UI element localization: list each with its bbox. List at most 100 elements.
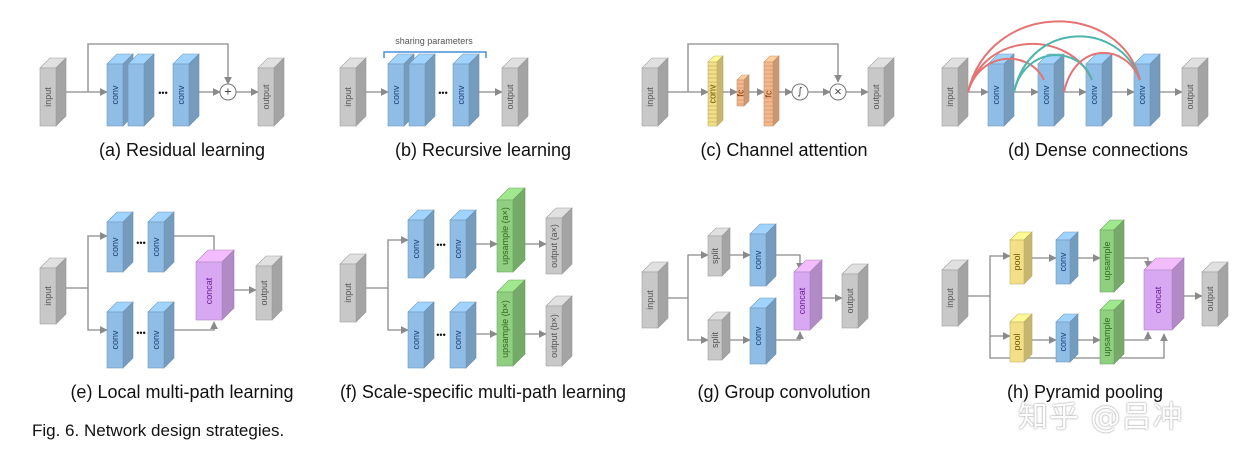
svg-text:×: × [834, 87, 842, 98]
d-dense-arc-3 [967, 57, 1045, 93]
c-input-block-label: input [645, 87, 655, 107]
c-output-block-label: output [871, 84, 881, 110]
f-split-b [387, 288, 409, 334]
a-conv-1-label: conv [110, 85, 120, 105]
h-upsample-top: upsample [1099, 219, 1125, 293]
e-input-block-label: input [43, 286, 53, 306]
g-output-block: output [841, 263, 869, 329]
f-split [366, 236, 409, 289]
e-split-b [87, 288, 108, 334]
b-conv-1-label: conv [391, 85, 401, 105]
d-dense-arc-5 [1013, 54, 1093, 93]
a-output-block: output [257, 57, 285, 127]
b-bracket-label: sharing parameters [395, 36, 473, 46]
f-output-bot: output (b×) [545, 295, 573, 367]
c-fc-2: fc [763, 55, 780, 127]
f-upsample-top: upsample (a×) [496, 187, 526, 273]
a-conv-2 [127, 53, 155, 127]
a-input-block-label: input [43, 87, 53, 107]
e-conv-top-2-label: conv [151, 237, 161, 257]
h-pool-top-label: pool [1012, 253, 1022, 270]
h-caption: (h) Pyramid pooling [1007, 382, 1163, 402]
g-join-top [776, 254, 804, 271]
a-conv-3-label: conv [176, 85, 186, 105]
a-caption: (a) Residual learning [99, 140, 265, 160]
a-conv-3: conv [172, 53, 200, 127]
d-output-block: output [1181, 57, 1209, 127]
b-caption: (b) Recursive learning [395, 140, 571, 160]
c-fc-2-label: fc [764, 90, 774, 98]
e-conv-bot-2-label: conv [151, 330, 161, 350]
f-upsample-top-label: upsample (a×) [500, 207, 510, 265]
g-split [668, 251, 709, 299]
f-output-bot-label: output (b×) [549, 314, 559, 358]
b-bracket [383, 51, 487, 58]
b-output-block-label: output [505, 84, 515, 110]
g-split-top: split [707, 227, 731, 277]
g-conv-bot: conv [749, 297, 777, 365]
e-input-block: input [39, 257, 67, 325]
h-conv-top-label: conv [1058, 252, 1068, 272]
c-input-block: input [641, 57, 669, 127]
f-ellipsis-top: ••• [436, 240, 445, 250]
watermark: 知乎 @吕冲 [1018, 400, 1184, 435]
h-join-bot [1124, 331, 1152, 341]
c-sigmoid-node: ∫ [791, 83, 809, 101]
c-fc-1: fc [736, 74, 750, 107]
e-concat-block: concat [195, 249, 235, 321]
h-pool-top: pool [1009, 231, 1033, 285]
c-skip [687, 43, 842, 92]
f-output-top-label: output (a×) [549, 224, 559, 268]
b-conv-2 [408, 53, 436, 127]
g-conv-bot-label: conv [753, 326, 763, 346]
g-conv-top: conv [749, 223, 777, 287]
d-input-block: input [941, 57, 969, 127]
a-ellipsis: ••• [158, 88, 167, 98]
g-split-bot-label: split [710, 332, 720, 349]
figure-title: Fig. 6. Network design strategies. [32, 421, 285, 440]
d-caption: (d) Dense connections [1008, 140, 1188, 160]
e-concat-block-label: concat [204, 277, 214, 304]
f-input-block-label: input [343, 283, 353, 303]
f-upsample-bot-label: upsample (b×) [500, 300, 510, 358]
h-pool-bot: pool [1009, 313, 1033, 363]
d-conv-2-label: conv [1041, 85, 1051, 105]
b-output-block: output [501, 57, 529, 127]
h-upsample-bot-label: upsample [1102, 317, 1112, 356]
e-conv-top-2: conv [147, 211, 175, 273]
g-input-block: input [641, 261, 669, 329]
f-conv-top-2: conv [449, 209, 477, 279]
c-output-block: output [867, 57, 895, 127]
f-conv-bot-2-label: conv [453, 330, 463, 350]
h-concat-block-label: concat [1153, 286, 1163, 313]
h-input-block: input [941, 259, 969, 327]
f-caption: (f) Scale-specific multi-path learning [340, 382, 626, 402]
c-fc-1-label: fc [736, 89, 746, 97]
h-pool-bot-label: pool [1012, 333, 1022, 350]
f-conv-top-1: conv [407, 209, 435, 279]
b-conv-3: conv [452, 53, 480, 127]
g-split-top-label: split [710, 248, 720, 265]
g-split-bot: split [707, 311, 731, 361]
e-caption: (e) Local multi-path learning [70, 382, 293, 402]
g-split-b [687, 298, 709, 344]
h-join-top [1124, 257, 1152, 269]
f-conv-top-2-label: conv [453, 239, 463, 259]
e-output-block-label: output [259, 280, 269, 306]
d-dense-arc-6 [1063, 52, 1141, 93]
d-conv-1: conv [987, 53, 1015, 127]
d-output-block-label: output [1185, 84, 1195, 110]
h-conv-bot: conv [1055, 313, 1079, 363]
h-conv-bot-label: conv [1058, 332, 1068, 352]
b-input-block: input [339, 57, 367, 127]
g-input-block-label: input [645, 290, 655, 310]
g-caption: (g) Group convolution [697, 382, 870, 402]
e-ellipsis-top: ••• [136, 238, 145, 248]
e-ellipsis-bot: ••• [136, 328, 145, 338]
b-input-block-label: input [343, 87, 353, 107]
g-conv-top-label: conv [753, 250, 763, 270]
d-conv-4-label: conv [1137, 85, 1147, 105]
h-conv-top: conv [1055, 231, 1079, 285]
h-output-block: output [1201, 261, 1229, 327]
